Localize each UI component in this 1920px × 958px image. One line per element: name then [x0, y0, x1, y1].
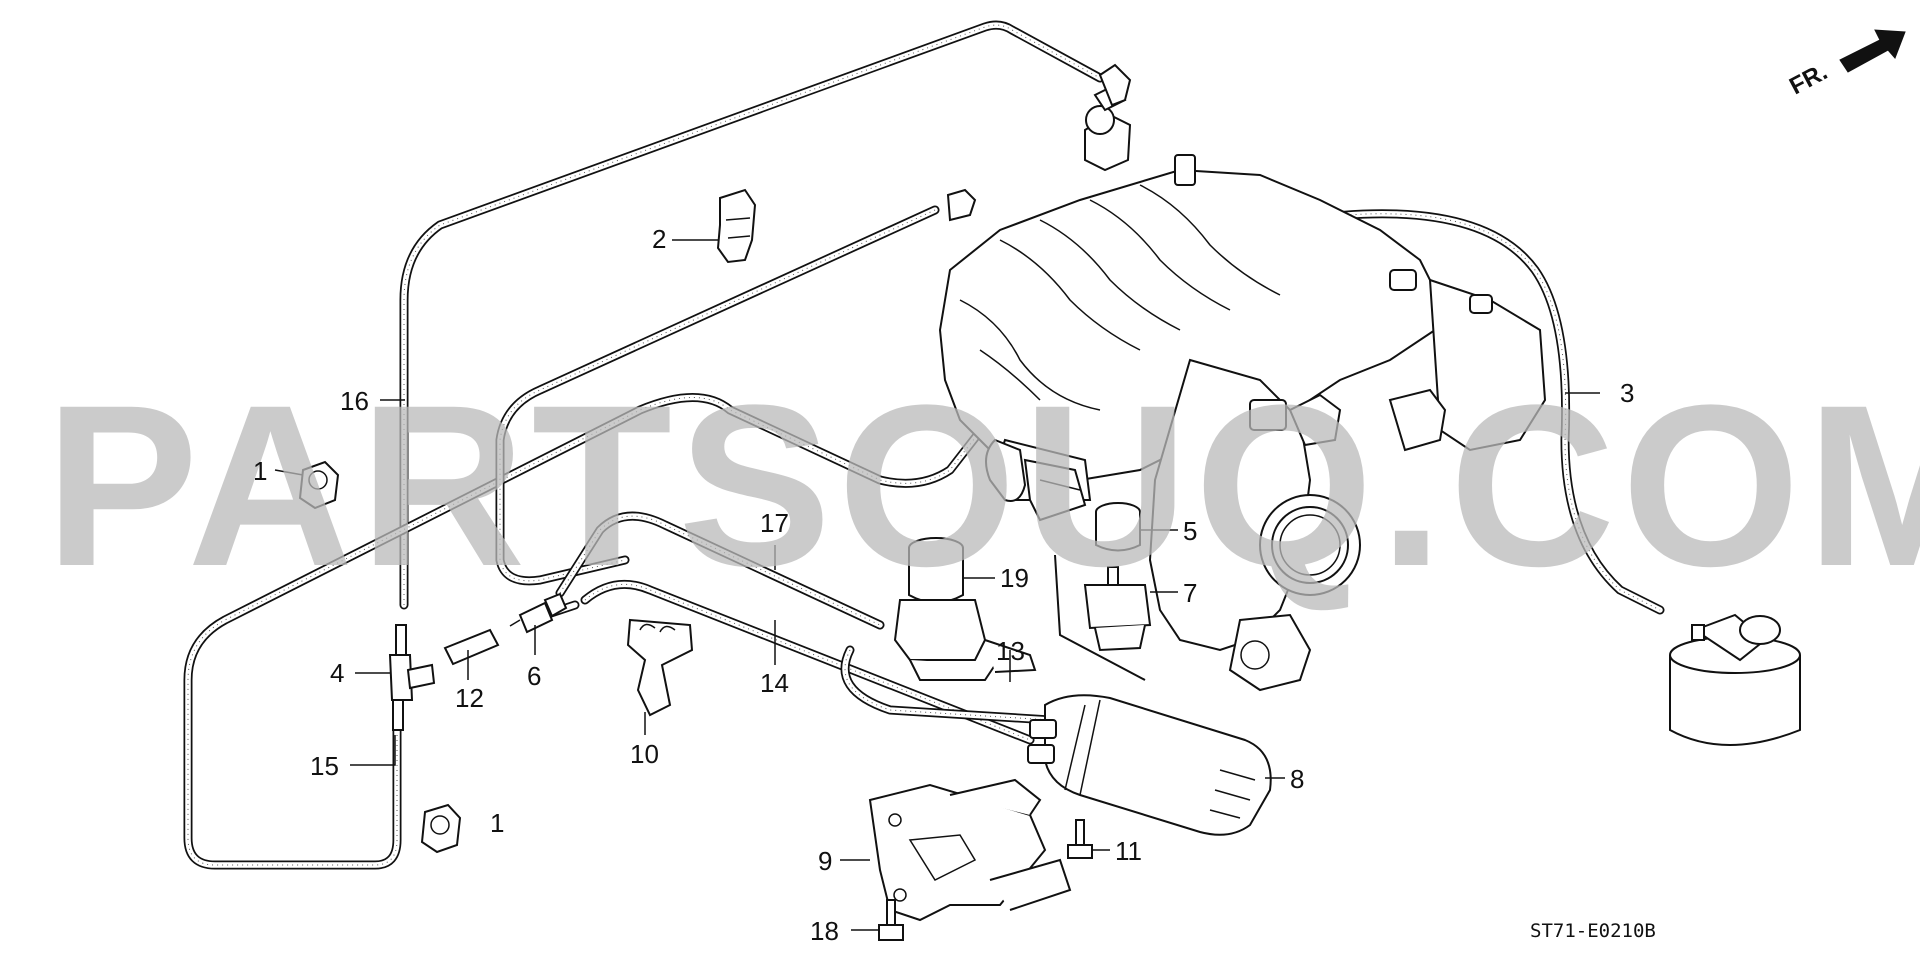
- front-arrow-icon: [1839, 29, 1906, 73]
- leader-lines: [274, 239, 1600, 931]
- hose-intake-upper: [495, 205, 940, 586]
- callout-8: 8: [1290, 764, 1304, 794]
- part-10-clip: [626, 618, 694, 717]
- part-2-clip: [716, 188, 757, 264]
- part-9-bracket: [868, 778, 1072, 922]
- callout-11: 11: [1115, 836, 1142, 866]
- callout-6: 6: [527, 661, 541, 691]
- callout-7: 7: [1183, 578, 1197, 608]
- callout-3: 3: [1620, 378, 1634, 408]
- callout-5: 5: [1183, 516, 1197, 546]
- hose-17: [555, 511, 885, 630]
- callout-14: 14: [760, 668, 789, 698]
- callout-4: 4: [330, 658, 344, 688]
- part-12-tube: [443, 628, 500, 666]
- callout-12: 12: [455, 683, 484, 713]
- part-5-cap: [1095, 502, 1141, 552]
- front-marker: FR.: [1785, 29, 1906, 100]
- callout-numbers: 1 1 2 3 4 5 6 7 8 9 10 11 12 13 14 15 16…: [253, 224, 1634, 946]
- part-1-clip-upper: [298, 460, 340, 510]
- hose-15: [183, 393, 990, 870]
- part-11-bolt: [1067, 819, 1093, 859]
- callout-1-lower: 1: [490, 808, 504, 838]
- part-6-filter: [509, 592, 568, 634]
- callout-16: 16: [340, 386, 369, 416]
- support-rod: [1054, 554, 1146, 681]
- callout-18: 18: [810, 916, 839, 946]
- front-label: FR.: [1785, 58, 1832, 100]
- diagram-code: ST71-E0210B: [1530, 920, 1656, 942]
- part-18-bolt: [878, 899, 904, 941]
- callout-10: 10: [630, 739, 659, 769]
- callout-19: 19: [1000, 563, 1029, 593]
- callout-17: 17: [760, 508, 789, 538]
- part-7-valve: [1083, 566, 1152, 652]
- part-4-t-joint: [388, 624, 436, 731]
- callout-15: 15: [310, 751, 339, 781]
- callout-2: 2: [652, 224, 666, 254]
- hose-16: [399, 20, 1105, 610]
- callout-13: 13: [996, 636, 1025, 666]
- part-8-canister: [1027, 694, 1272, 836]
- hose-13: [840, 645, 1055, 725]
- vacuum-tank: [1669, 613, 1801, 746]
- intake-manifold-assembly: [938, 63, 1547, 692]
- part-1-clip-lower: [420, 803, 462, 854]
- watermark: PARTSOUQ.COM: [45, 357, 1920, 614]
- callout-9: 9: [818, 846, 832, 876]
- hose-14: [580, 579, 1035, 745]
- callout-1-upper: 1: [253, 456, 267, 486]
